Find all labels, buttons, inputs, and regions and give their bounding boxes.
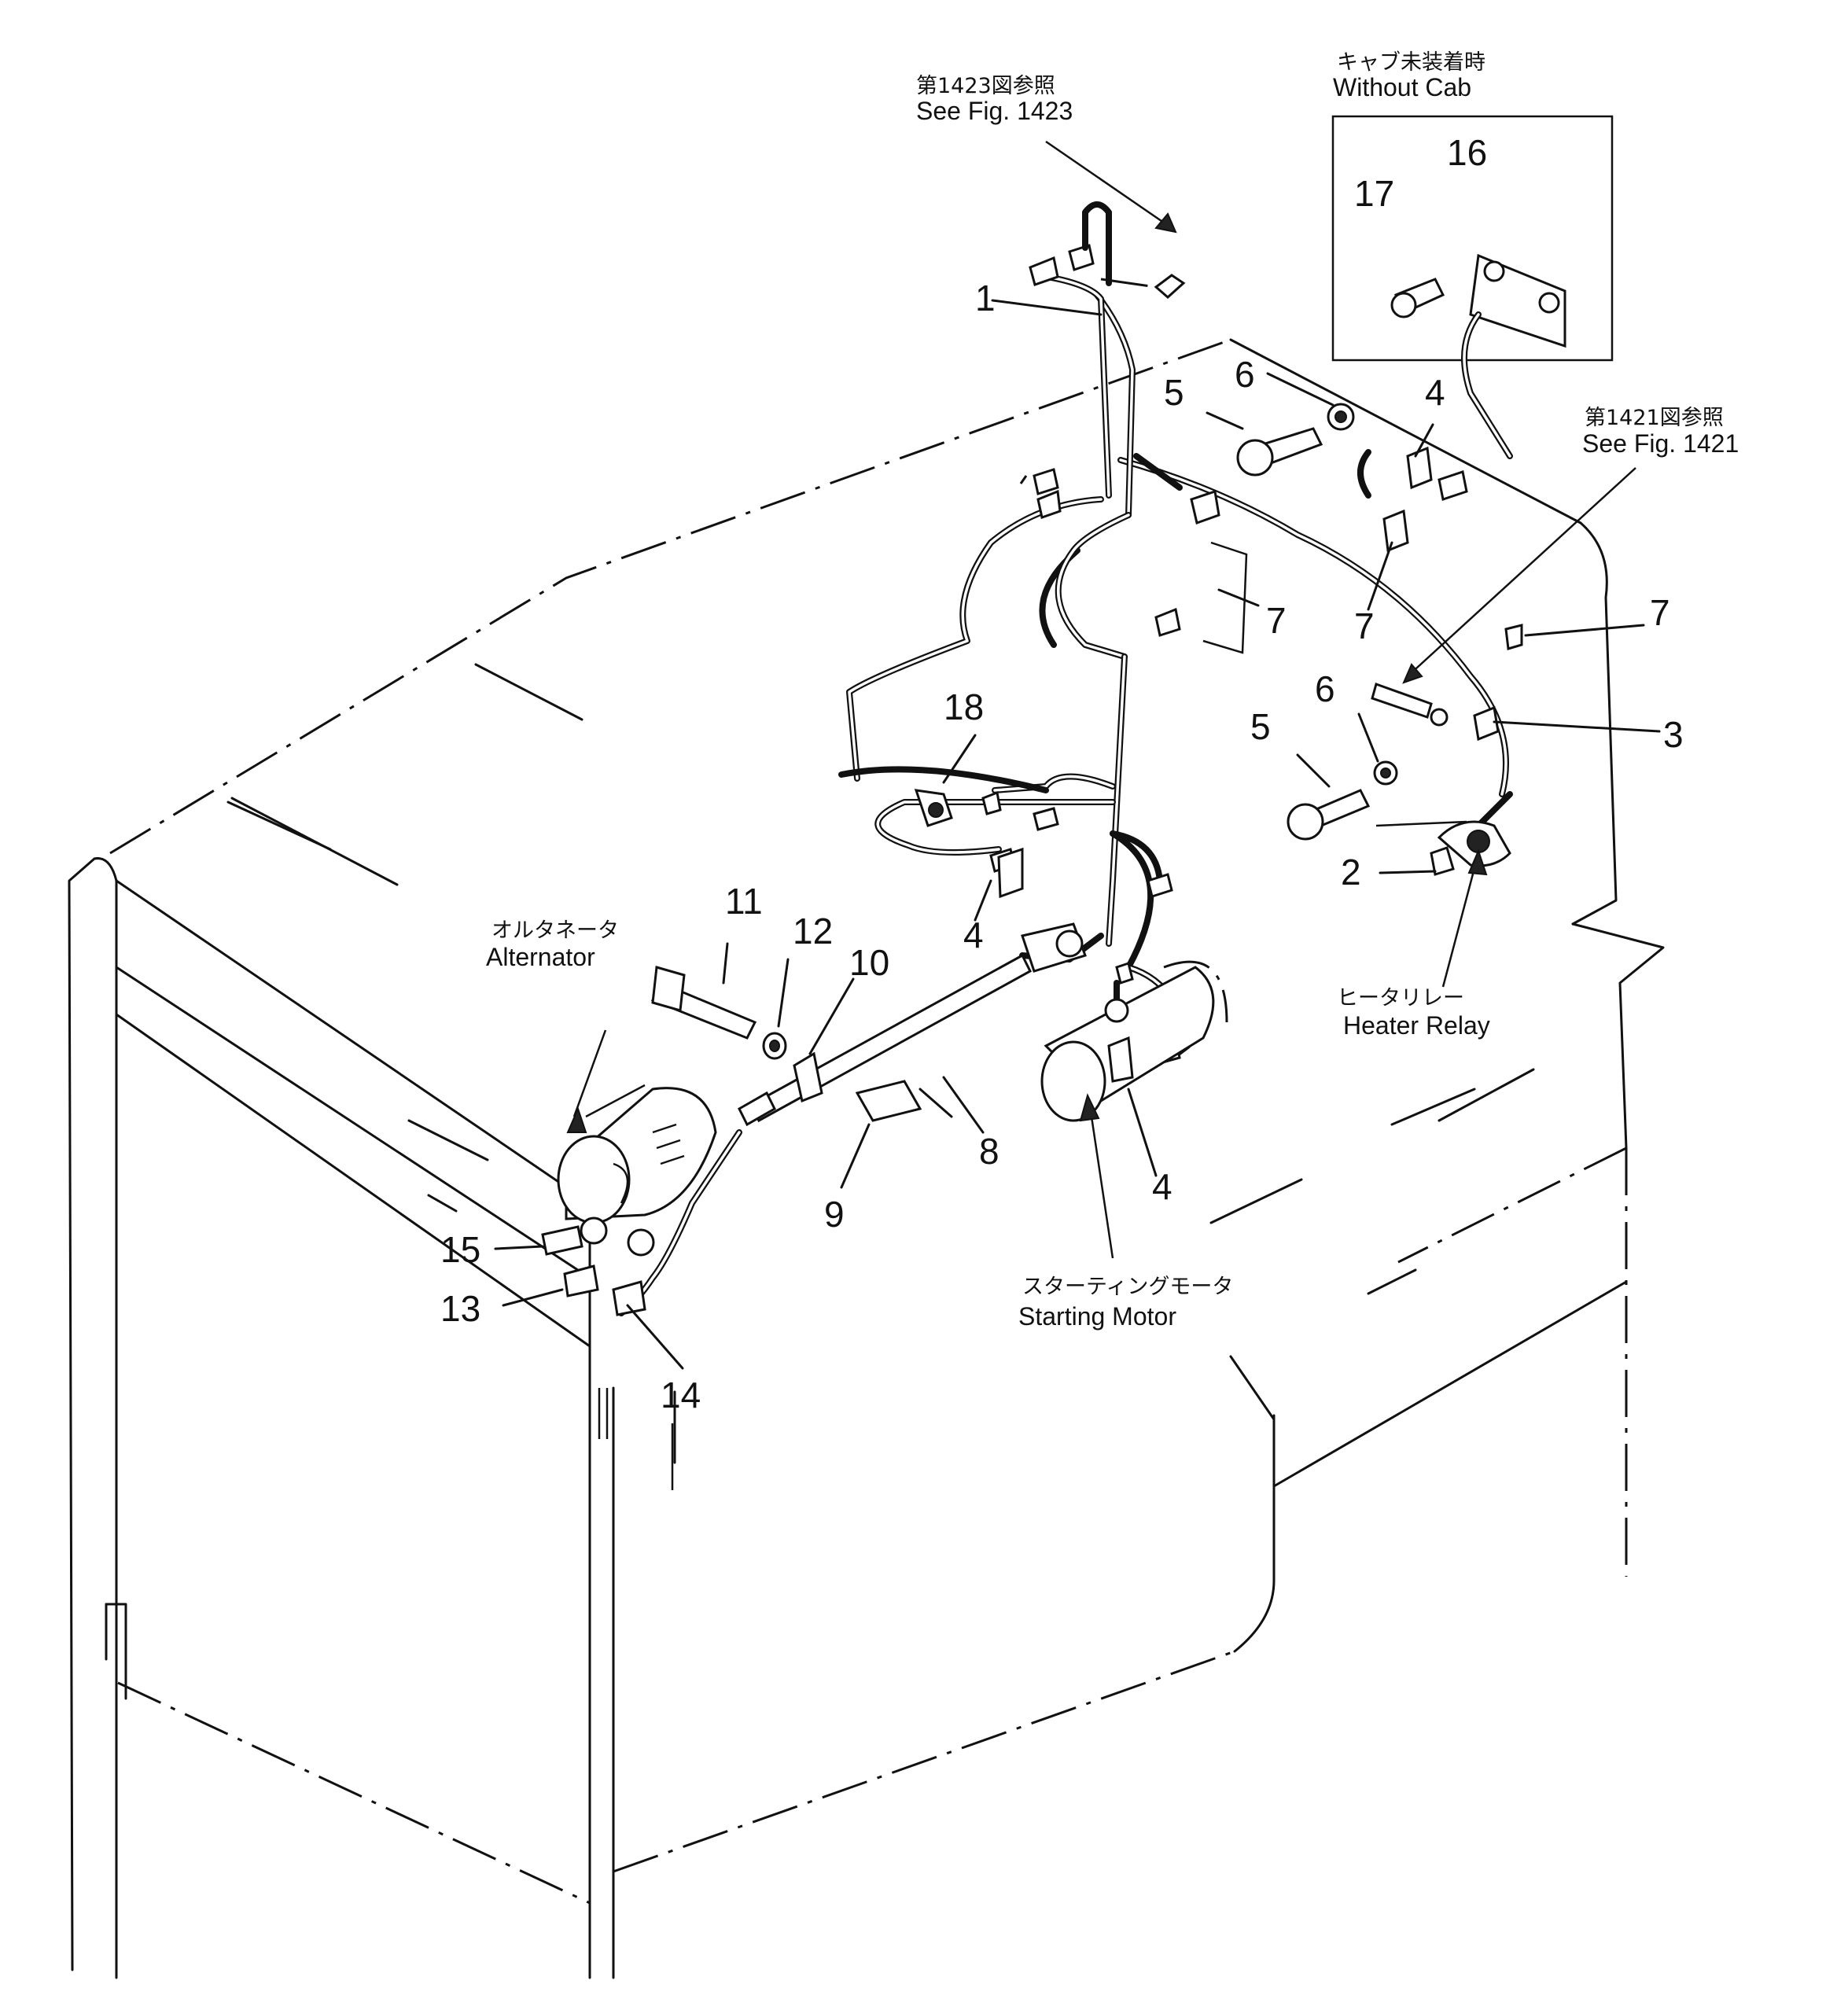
ref-fig1421-en: See Fig. 1421 bbox=[1582, 429, 1739, 458]
alternator bbox=[541, 1084, 717, 1316]
part-number-3: 3 bbox=[1663, 714, 1684, 755]
battery-cable-8 bbox=[738, 922, 1087, 1127]
starting-motor-label-jp: スターティングモータ bbox=[1022, 1275, 1233, 1299]
part-number-2: 2 bbox=[1341, 852, 1361, 893]
part-number-5: 5 bbox=[1250, 706, 1271, 747]
harness-1 bbox=[1029, 201, 1186, 499]
part-number-17: 17 bbox=[1354, 173, 1394, 214]
part-number-11: 11 bbox=[725, 881, 763, 922]
part-number-6: 6 bbox=[1235, 354, 1255, 395]
part-number-12: 12 bbox=[793, 911, 833, 951]
heater-relay-label-en: Heater Relay bbox=[1343, 1011, 1490, 1040]
without-cab-jp: キャブ未装着時 bbox=[1337, 50, 1485, 75]
part-number-1: 1 bbox=[975, 278, 996, 318]
part-12-washer bbox=[762, 1032, 787, 1060]
part-number-4: 4 bbox=[963, 915, 984, 955]
part-number-10: 10 bbox=[849, 942, 889, 983]
part-number-8: 8 bbox=[979, 1131, 999, 1172]
part-number-5: 5 bbox=[1164, 372, 1184, 413]
part-number-7: 7 bbox=[1266, 600, 1287, 641]
part-number-13: 13 bbox=[440, 1288, 480, 1329]
part-number-18: 18 bbox=[944, 686, 984, 727]
starting-motor bbox=[1040, 960, 1228, 1122]
heater-relay-label-jp: ヒータリレー bbox=[1337, 986, 1464, 1010]
alternator-label-en: Alternator bbox=[486, 943, 595, 971]
fittings bbox=[914, 403, 1523, 1065]
part-11-bolt bbox=[650, 966, 757, 1040]
part-number-7: 7 bbox=[1354, 605, 1375, 646]
ref-fig1423-en: See Fig. 1423 bbox=[916, 97, 1073, 125]
part-number-15: 15 bbox=[440, 1229, 480, 1270]
part-number-9: 9 bbox=[824, 1194, 845, 1235]
part-number-14: 14 bbox=[661, 1375, 701, 1415]
part-number-4: 4 bbox=[1425, 372, 1445, 413]
ref-fig1423-jp: 第1423図参照 bbox=[916, 74, 1055, 98]
part-number-16: 16 bbox=[1447, 132, 1487, 173]
part-number-7: 7 bbox=[1650, 592, 1670, 633]
part-numbers: 1 2 3 4 4 4 5 5 6 6 7 7 7 8 9 10 11 12 1… bbox=[440, 132, 1684, 1415]
starting-motor-label-en: Starting Motor bbox=[1018, 1302, 1176, 1331]
without-cab-inset bbox=[1331, 115, 1614, 459]
arrow-heads bbox=[566, 212, 1488, 1133]
alternator-label-jp: オルタネータ bbox=[491, 918, 619, 943]
part-number-6: 6 bbox=[1315, 668, 1335, 709]
part-9-block bbox=[855, 1080, 922, 1122]
wiring-harness bbox=[618, 292, 1513, 1316]
ref-fig1421-jp: 第1421図参照 bbox=[1585, 406, 1724, 430]
machine-body bbox=[68, 338, 1665, 1979]
part-number-4: 4 bbox=[1152, 1166, 1172, 1207]
leader-lines bbox=[494, 140, 1661, 1464]
without-cab-en: Without Cab bbox=[1333, 73, 1471, 101]
